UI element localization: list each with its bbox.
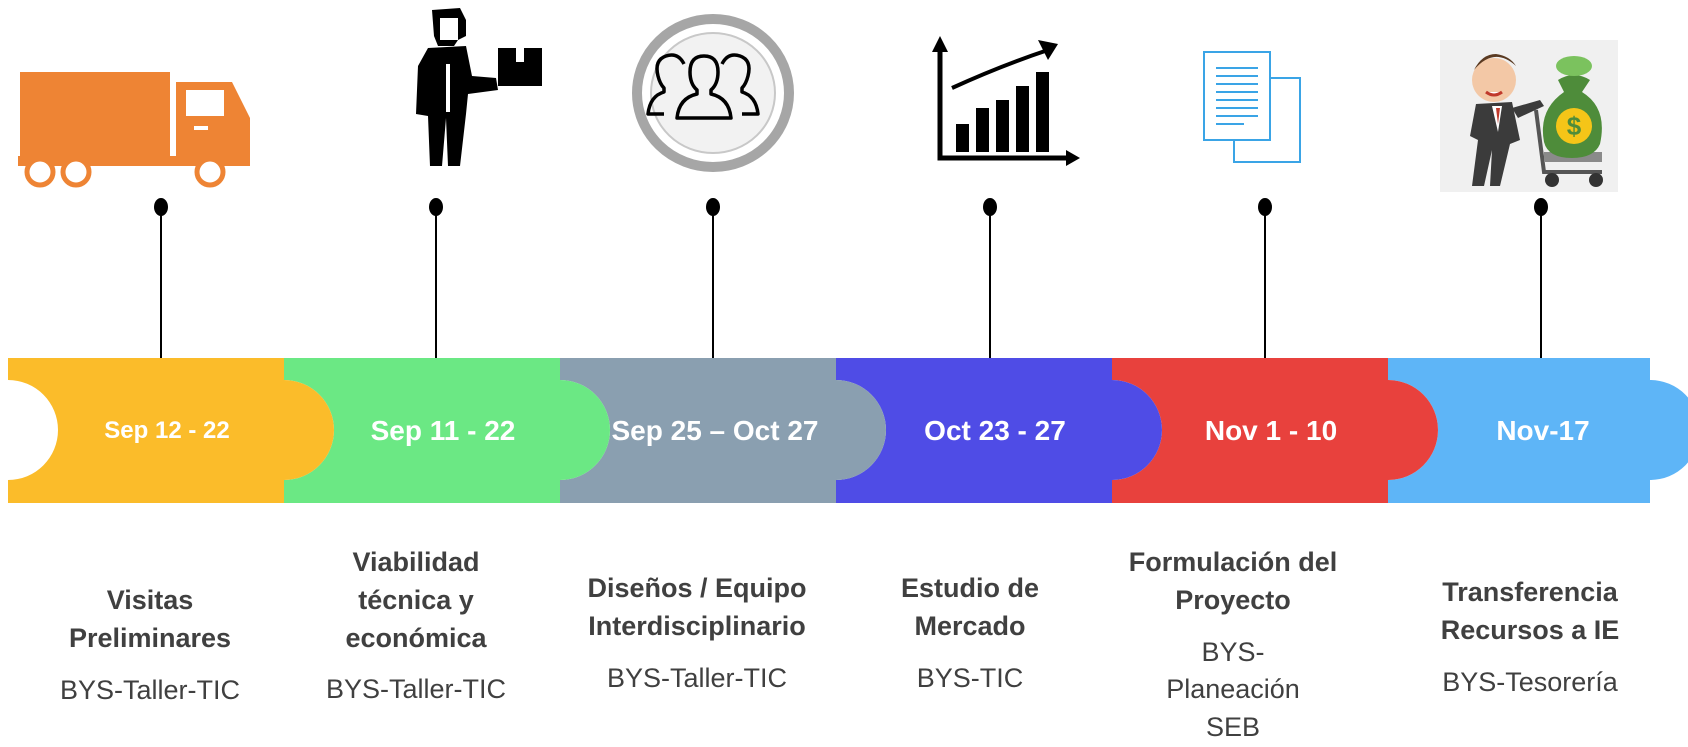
step-title: Transferencia Recursos a IE: [1440, 577, 1620, 645]
step-caption: Transferencia Recursos a IE BYS-Tesorerí…: [1410, 574, 1650, 701]
connector-dot: [1534, 198, 1548, 216]
connector-line: [712, 208, 714, 360]
step-caption: Estudio de Mercado BYS-TIC: [870, 570, 1070, 697]
timeline-band-5: Nov 1 - 10: [1112, 358, 1438, 503]
growth-chart-icon: [930, 36, 1080, 166]
documents-icon: [1200, 48, 1304, 166]
step-caption: Formulación del Proyecto BYS-Planeación …: [1108, 544, 1358, 747]
timeline-band-1: Sep 12 - 22: [8, 358, 334, 503]
step-title: Estudio de Mercado: [900, 573, 1039, 641]
truck-icon: [18, 68, 250, 194]
step-owner: BYS-TIC: [916, 662, 1024, 693]
step-owner: BYS-Taller-TIC: [59, 674, 241, 705]
connector-line: [435, 208, 437, 360]
band-date: Sep 25 – Oct 27: [611, 414, 819, 446]
step-caption: Viabilidad técnica y económica BYS-Talle…: [296, 544, 536, 709]
step-owner: BYS-Tesorería: [1442, 666, 1618, 697]
connector-dot: [1258, 198, 1272, 216]
step-caption: Diseños / Equipo Interdisciplinario BYS-…: [562, 570, 832, 697]
step-title: Viabilidad técnica y económica: [345, 547, 487, 653]
step-title: Formulación del Proyecto: [1128, 547, 1338, 615]
step-title: Visitas Preliminares: [68, 585, 232, 653]
band-date: Oct 23 - 27: [924, 414, 1066, 446]
step-title: Diseños / Equipo Interdisciplinario: [587, 573, 807, 641]
connector-line: [1540, 208, 1542, 360]
connector-line: [1264, 208, 1266, 360]
band-date: Nov-17: [1496, 414, 1590, 446]
connector-line: [160, 208, 162, 360]
connector-dot: [706, 198, 720, 216]
timeline-band-2: Sep 11 - 22: [284, 358, 610, 503]
svg-text:$: $: [1567, 111, 1582, 141]
step-owner: BYS-Planeación SEB: [1166, 636, 1300, 743]
timeline-band-3: Sep 25 – Oct 27: [560, 358, 886, 503]
band-date: Sep 12 - 22: [104, 416, 230, 444]
connector-dot: [154, 198, 168, 216]
delivery-person-icon: [410, 6, 546, 168]
connector-line: [989, 208, 991, 360]
money-transfer-icon: $: [1440, 40, 1618, 192]
timeline-band-4: Oct 23 - 27: [836, 358, 1162, 503]
band-date: Nov 1 - 10: [1204, 414, 1338, 446]
team-icon: [632, 14, 794, 172]
step-caption: Visitas Preliminares BYS-Taller-TIC: [30, 582, 270, 709]
connector-dot: [983, 198, 997, 216]
connector-dot: [429, 198, 443, 216]
step-owner: BYS-Taller-TIC: [325, 674, 507, 705]
band-date: Sep 11 - 22: [370, 414, 516, 446]
step-owner: BYS-Taller-TIC: [606, 662, 788, 693]
timeline-band-6: Nov-17: [1388, 358, 1688, 503]
